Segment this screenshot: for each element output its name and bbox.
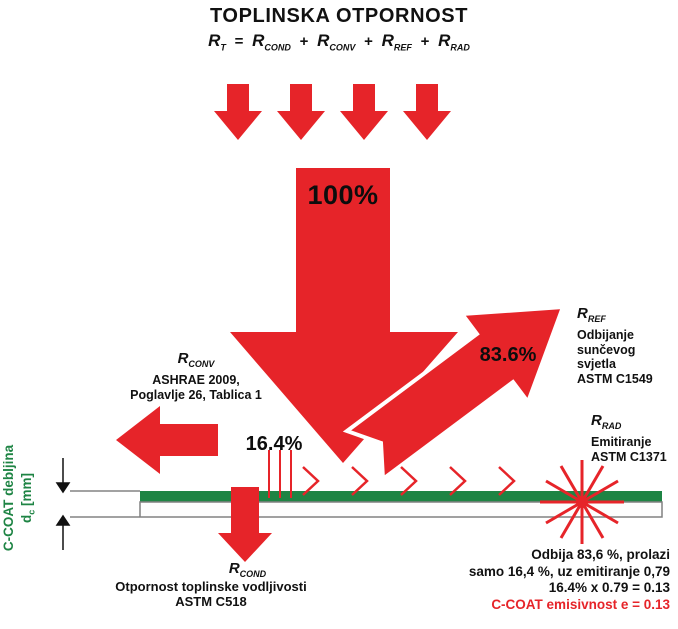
result-summary: Odbija 83,6 %, prolazi samo 16,4 %, uz e… (390, 547, 670, 613)
rrad-symbol: RRAD (591, 412, 622, 431)
rrad-label: RRAD Emitiranje ASTM C1371 (591, 412, 678, 464)
transmitted-percentage: 16.4% (245, 433, 303, 455)
summary-line1: Odbija 83,6 %, prolazi (531, 547, 670, 562)
formula-term-rconv: RCONV (317, 31, 356, 53)
plus-sign: + (420, 33, 430, 50)
rconv-symbol: RCONV (177, 350, 215, 369)
down-arrow-icon (403, 84, 451, 140)
rref-line1: Odbijanje (577, 328, 634, 342)
thickness-dimension-arrows (55, 458, 71, 550)
rcond-line2: ASTM C518 (175, 594, 247, 609)
rref-symbol: RREF (577, 305, 606, 324)
reflected-percentage: 83.6% (479, 344, 537, 366)
transmitted-rays (268, 450, 292, 498)
rref-line2: sunčevog svjetla (577, 342, 636, 372)
coating-layer (140, 491, 662, 502)
ccoat-thickness-label: C-COAT debljina dc [mm] (0, 420, 42, 576)
rconv-line2: Poglavlje 26, Tablica 1 (130, 387, 262, 402)
formula-term-rcond: RCOND (252, 31, 291, 53)
incoming-percentage: 100% (307, 180, 379, 210)
convection-arrow-icon (116, 406, 218, 474)
emission-starburst-icon (540, 460, 624, 544)
formula-term-rrad: RRAD (438, 31, 470, 53)
plus-sign: + (299, 33, 309, 50)
ccoat-line2: dc [mm] (19, 473, 37, 524)
surface-chevrons (302, 466, 516, 496)
formula-term-rref: RREF (381, 31, 412, 53)
summary-line3: 16.4% x 0.79 = 0.13 (548, 580, 670, 595)
conduction-arrow-icon (218, 487, 272, 562)
substrate-layer (139, 501, 663, 518)
reflection-arrow-icon (342, 304, 566, 483)
page-title: TOPLINSKA OTPORNOST (209, 5, 469, 27)
rcond-symbol: RCOND (228, 560, 267, 579)
summary-emissivity: C-COAT emisivnost e = 0.13 (491, 596, 670, 612)
rrad-line1: Emitiranje (591, 435, 652, 449)
rcond-line1: Otpornost toplinske vodljivosti (115, 579, 307, 594)
incoming-solar-arrows (214, 84, 451, 140)
thickness-leader-lines (70, 490, 140, 518)
rcond-label: Otpornost toplinske vodljivosti ASTM C51… (78, 579, 344, 609)
plus-sign: + (364, 33, 373, 50)
ccoat-line1: C-COAT debljina (1, 444, 16, 552)
equals-sign: = (234, 33, 244, 50)
formula-term-rt: RT (208, 31, 226, 53)
down-arrow-icon (214, 84, 262, 140)
rrad-line2: ASTM C1371 (591, 449, 667, 464)
resistance-formula: RT = RCOND + RCONV + RREF + RRAD (0, 31, 678, 52)
rref-line3: ASTM C1549 (577, 371, 653, 386)
summary-line2: samo 16,4 %, uz emitiranje 0,79 (468, 563, 670, 579)
down-arrow-icon (340, 84, 388, 140)
down-arrow-icon (277, 84, 325, 140)
rref-label: RREF Odbijanje sunčevog svjetla ASTM C15… (577, 305, 677, 386)
rconv-line1: ASHRAE 2009, (152, 373, 240, 387)
rconv-label: RCONV ASHRAE 2009, Poglavlje 26, Tablica… (86, 350, 306, 402)
